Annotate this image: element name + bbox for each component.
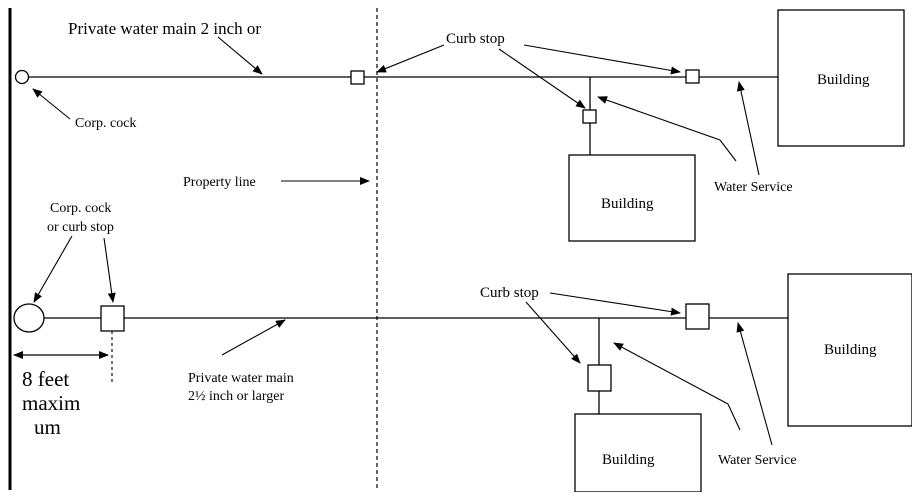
- top-curb-stop-main-symbol: [350, 70, 365, 85]
- building-bottom-mid-box: [574, 413, 702, 493]
- building-top-right-box: [777, 9, 905, 147]
- curb-stop-to-right-arrow: [523, 44, 681, 75]
- curb-stop-bottom-to-branch-arrow: [525, 301, 581, 364]
- top-corp-cock-symbol: [14, 69, 30, 85]
- corp-cock-or-curb-label-2: or curb stop: [47, 220, 114, 235]
- top-main-label: Private water main 2 inch or: [68, 19, 261, 38]
- corp-cock-arrow: [32, 88, 71, 120]
- curb-stop-top-label: Curb stop: [446, 31, 505, 47]
- top-curb-stop-right-symbol: [685, 69, 700, 84]
- corp-cock-or-curb-arrow-left: [33, 235, 73, 303]
- curb-stop-bottom-to-right-arrow: [549, 292, 681, 316]
- building-top-right-label: Building: [817, 72, 870, 88]
- top-curb-stop-branch-symbol: [582, 109, 597, 124]
- top-main-arrow: [217, 36, 263, 75]
- curb-stop-to-branch-arrow: [498, 48, 586, 109]
- property-line-label: Property line: [183, 175, 256, 190]
- corp-cock-or-curb-arrow-right: [103, 237, 116, 303]
- water-service-bottom-arrow-main: [736, 322, 773, 446]
- bottom-main-label-1: Private water main: [188, 371, 294, 386]
- water-service-bottom-arrow-branch: [727, 403, 741, 431]
- bottom-curb-stop-main-symbol: [100, 305, 125, 332]
- water-service-top-arrow-branch: [719, 139, 737, 162]
- bottom-main-arrow: [221, 319, 286, 356]
- water-service-top-arrow-branch-b: [597, 96, 721, 141]
- water-service-bottom-label: Water Service: [718, 453, 797, 468]
- bottom-curb-stop-right-symbol: [685, 303, 710, 330]
- max-distance-label-2: maxim: [22, 391, 80, 415]
- bottom-corp-cock-symbol: [13, 303, 45, 333]
- bottom-main-label-2: 2½ inch or larger: [188, 389, 284, 404]
- building-bottom-right-label: Building: [824, 342, 877, 358]
- water-service-bottom-arrow-branch-b: [613, 342, 729, 405]
- building-top-mid-label: Building: [601, 196, 654, 212]
- building-bottom-mid-label: Building: [602, 452, 655, 468]
- bottom-curb-stop-branch-symbol: [587, 364, 612, 392]
- building-bottom-right-box: [787, 273, 912, 427]
- corp-cock-label: Corp. cock: [75, 116, 136, 131]
- building-top-mid-box: [568, 154, 696, 242]
- corp-cock-or-curb-label-1: Corp. cock: [50, 201, 111, 216]
- max-distance-label-3: um: [34, 415, 61, 439]
- water-service-top-label: Water Service: [714, 180, 793, 195]
- curb-stop-to-main-arrow: [376, 44, 445, 73]
- water-service-top-arrow-main: [736, 81, 760, 176]
- max-distance-label-1: 8 feet: [22, 367, 69, 391]
- curb-stop-bottom-label: Curb stop: [480, 285, 539, 301]
